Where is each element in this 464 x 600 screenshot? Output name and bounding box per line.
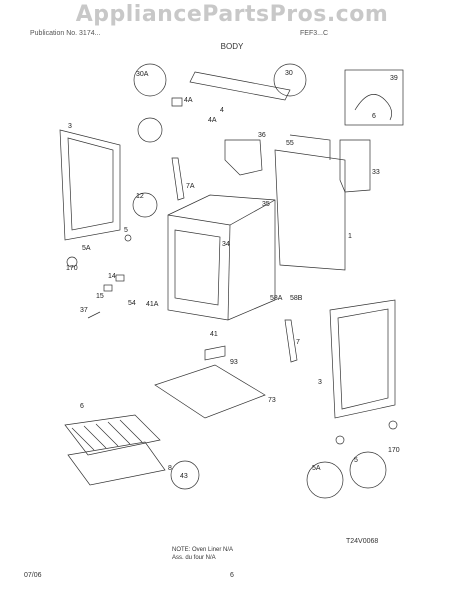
callout-circle-5a	[306, 461, 344, 499]
callout-circle-40	[137, 117, 163, 143]
label-14: 14	[108, 273, 116, 280]
watermark: AppliancePartsPros.com	[75, 2, 389, 27]
hinge-7-part	[284, 319, 298, 363]
label-30a: 30A	[136, 71, 149, 78]
oven-body-part	[167, 194, 276, 321]
callout-circle-30a	[133, 63, 167, 97]
label-4: 4	[220, 107, 224, 114]
label-6: 6	[372, 113, 376, 120]
callout-circle-5	[349, 451, 387, 489]
label-41: 41	[210, 331, 218, 338]
label-6-b: 6	[80, 403, 84, 410]
clip-5a-part	[66, 256, 78, 268]
label-73: 73	[268, 397, 276, 404]
back-panel-part	[274, 149, 346, 271]
label-34: 34	[222, 241, 230, 248]
heat-shield-part	[224, 139, 263, 176]
label-7: 7	[296, 339, 300, 346]
label-43: 43	[180, 473, 188, 480]
label-5a-b: 5A	[312, 465, 321, 472]
note-line-1: NOTE: Oven Liner N/A	[172, 547, 234, 553]
label-170-b: 170	[388, 447, 400, 454]
diagram-title: BODY	[220, 42, 244, 51]
label-12: 12	[136, 193, 144, 200]
label-58b: 58B	[290, 295, 303, 302]
label-5-b: 5	[354, 457, 358, 464]
label-7a: 7A	[186, 183, 195, 190]
hinge-7a-part	[171, 157, 185, 201]
publication-number: Publication No. 3174...	[30, 30, 101, 37]
footer-date: 07/06	[24, 572, 42, 579]
terminal-cover-part	[339, 139, 371, 193]
label-15: 15	[96, 293, 104, 300]
callout-circle-30	[273, 63, 307, 97]
label-4a: 4A	[184, 97, 193, 104]
label-5: 5	[124, 227, 128, 234]
label-4a-b: 4A	[208, 117, 217, 124]
note-block: NOTE: Oven Liner N/A Ass. du four N/A	[172, 546, 233, 562]
bottom-panel-part	[154, 364, 266, 419]
label-37: 37	[80, 307, 88, 314]
footer-page-number: 6	[230, 572, 234, 579]
label-8: 8	[168, 465, 172, 472]
bracket-4a-part	[171, 97, 183, 107]
label-30: 30	[285, 70, 293, 77]
model-number: FEF3...C	[300, 30, 329, 37]
label-39: 39	[390, 75, 398, 82]
label-3-b: 3	[318, 379, 322, 386]
diagram-code: T24V0068	[346, 538, 379, 545]
top-trim-part	[189, 71, 291, 101]
side-panel-left-part	[59, 129, 121, 241]
callout-circle-12	[132, 192, 158, 218]
label-93: 93	[230, 359, 238, 366]
callout-circle-43	[170, 460, 200, 490]
part-number-labels: 30A 30 39 6 4A 4 4A 36 3 55 33 7A 12 35 …	[66, 70, 400, 480]
broiler-pan-part	[67, 441, 166, 486]
wire-harness-part	[354, 94, 392, 121]
label-5a: 5A	[82, 245, 91, 252]
label-58a: 58A	[270, 295, 283, 302]
label-33: 33	[372, 169, 380, 176]
label-3: 3	[68, 123, 72, 130]
bracket-93-part	[204, 345, 226, 361]
label-36: 36	[258, 132, 266, 139]
label-54: 54	[128, 300, 136, 307]
label-35: 35	[262, 201, 270, 208]
label-55: 55	[286, 140, 294, 147]
note-line-2: Ass. du four N/A	[172, 555, 216, 561]
side-panel-right-part	[329, 299, 396, 419]
label-1: 1	[348, 233, 352, 240]
label-170: 170	[66, 265, 78, 272]
oven-rack-part	[64, 414, 161, 456]
label-41a: 41A	[146, 301, 159, 308]
callout-box-39	[344, 69, 404, 126]
